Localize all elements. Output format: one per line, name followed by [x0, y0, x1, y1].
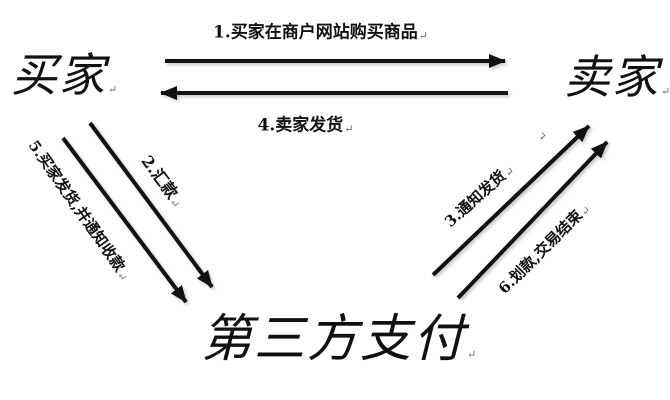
arrow-2-remit	[88, 121, 214, 289]
node-buyer-label: 买家	[11, 48, 107, 102]
paragraph-mark-icon: ↵	[344, 122, 354, 136]
paragraph-mark-icon: ↵	[467, 348, 477, 361]
flow-label-1-purchase: 1.买家在商户网站购买商品↵	[213, 22, 428, 43]
flow-4-text: 4.卖家发货	[257, 115, 344, 136]
node-seller-label: 卖家	[564, 50, 660, 104]
arrow-6-transfer	[456, 140, 609, 300]
node-seller: 卖家↵	[564, 54, 670, 100]
arrow-5-notify-collect	[61, 136, 188, 304]
node-third-party-label: 第三方支付	[201, 310, 467, 369]
node-buyer: 买家↵	[11, 52, 118, 98]
flow-1-text: 1.买家在商户网站购买商品	[213, 22, 418, 43]
paragraph-mark-icon: ↵	[108, 83, 118, 96]
node-third-party: 第三方支付↵	[201, 314, 477, 365]
flow-label-4-ship: 4.卖家发货↵	[257, 115, 354, 136]
paragraph-mark-icon: ↵	[661, 85, 670, 98]
paragraph-mark-icon: ↵	[418, 29, 428, 43]
arrow-3-notify-ship	[431, 124, 591, 277]
